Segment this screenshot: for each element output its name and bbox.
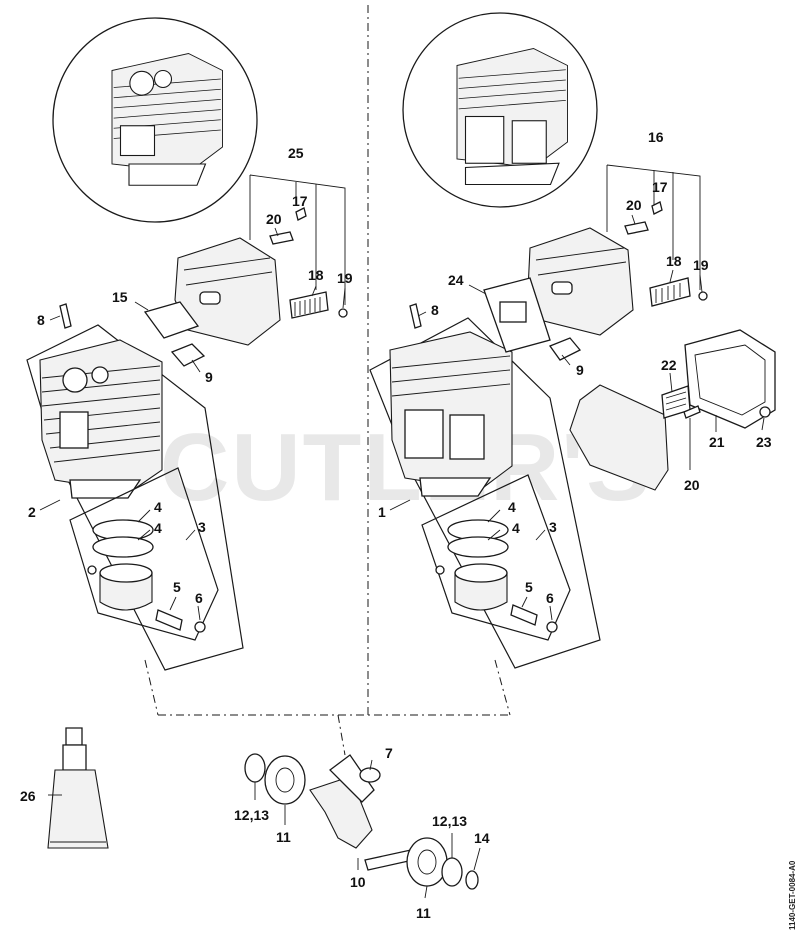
label-18-right: 18: [666, 253, 682, 269]
label-17-right: 17: [652, 179, 668, 195]
bracket-25: [249, 174, 346, 305]
label-5-right: 5: [525, 579, 533, 595]
label-21: 21: [709, 434, 725, 450]
right-piston-set: [435, 519, 558, 633]
label-12-13-right: 12,13: [432, 813, 467, 829]
grease-tube: [47, 727, 109, 849]
assembly-connectors: [144, 659, 511, 756]
right-detail-circle: [402, 12, 598, 208]
label-18-left: 18: [308, 267, 324, 283]
left-detail-circle: [52, 17, 258, 223]
label-8-left: 8: [37, 312, 45, 328]
label-7: 7: [385, 745, 393, 761]
label-5-left: 5: [173, 579, 181, 595]
label-4-left-b: 4: [154, 520, 162, 536]
label-20-lower: 20: [684, 477, 700, 493]
label-12-13-left: 12,13: [234, 807, 269, 823]
label-1: 1: [378, 504, 386, 520]
part-labels: 2 1 4 4 3 4 4 3 5 6 5 6 8 8 9 9 15 24 25…: [20, 129, 772, 921]
label-20-right: 20: [626, 197, 642, 213]
crankshaft-group: [244, 753, 479, 890]
bracket-16: [606, 164, 701, 290]
right-exhaust-parts: [409, 201, 708, 361]
label-3-right: 3: [549, 519, 557, 535]
document-code: 1140-GET-0084-A0: [788, 860, 797, 930]
label-6-right: 6: [546, 590, 554, 606]
leader-lines: [39, 214, 765, 899]
label-4-right-a: 4: [508, 499, 516, 515]
label-6-left: 6: [195, 590, 203, 606]
label-16: 16: [648, 129, 664, 145]
left-exhaust-parts: [59, 207, 348, 367]
label-22: 22: [661, 357, 677, 373]
right-cylinder: [389, 331, 513, 497]
label-15: 15: [112, 289, 128, 305]
label-26: 26: [20, 788, 36, 804]
left-piston-set: [87, 519, 206, 633]
label-20-left: 20: [266, 211, 282, 227]
label-14: 14: [474, 830, 490, 846]
label-23: 23: [756, 434, 772, 450]
label-11-bottom: 11: [416, 905, 431, 921]
label-11-left: 11: [276, 829, 291, 845]
label-4-right-b: 4: [512, 520, 520, 536]
label-8-right: 8: [431, 302, 439, 318]
label-9-right: 9: [576, 362, 584, 378]
label-19-left: 19: [337, 270, 353, 286]
label-24: 24: [448, 272, 464, 288]
label-3-left: 3: [198, 519, 206, 535]
right-piston-frame: [421, 474, 571, 641]
label-9-left: 9: [205, 369, 213, 385]
label-4-left-a: 4: [154, 499, 162, 515]
label-25: 25: [288, 145, 304, 161]
left-cylinder: [39, 339, 163, 499]
label-10: 10: [350, 874, 366, 890]
label-17-left: 17: [292, 193, 308, 209]
label-19-right: 19: [693, 257, 709, 273]
label-2: 2: [28, 504, 36, 520]
left-piston-frame: [69, 467, 219, 641]
muffler-cover-parts: [569, 329, 776, 491]
